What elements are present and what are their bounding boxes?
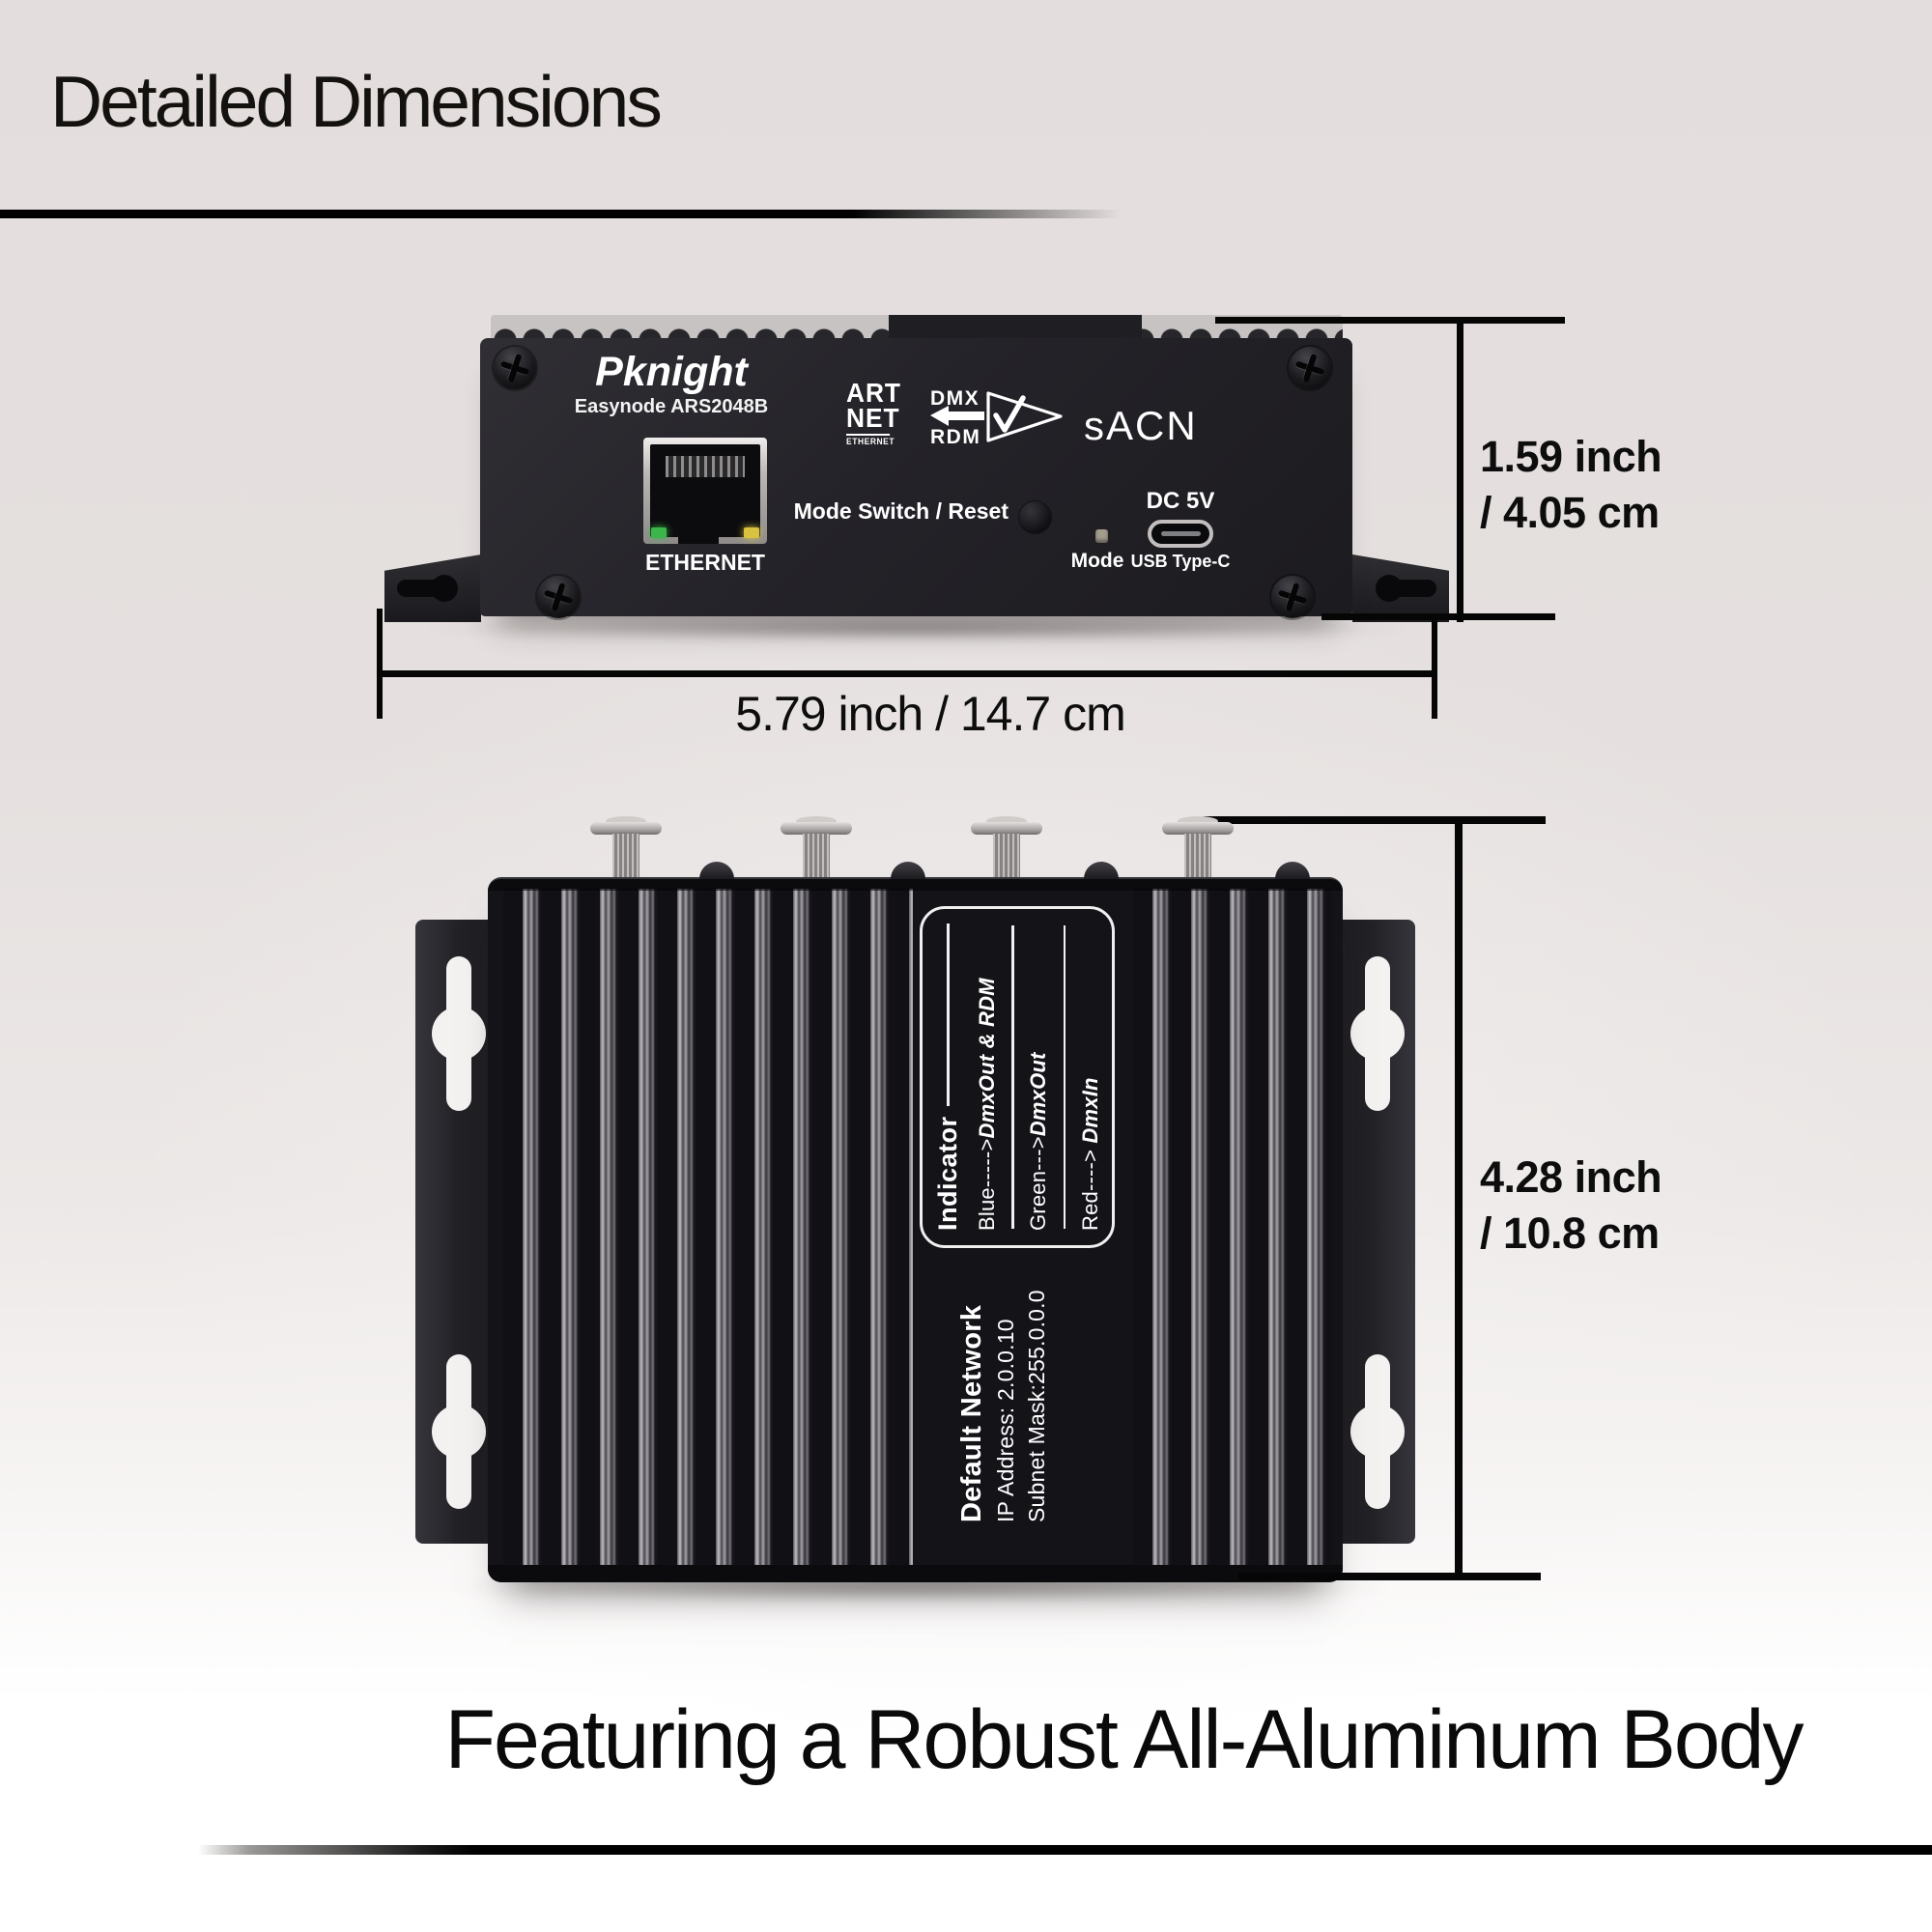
- dim-line-front-height: [1457, 317, 1463, 622]
- mode-label: Mode: [1070, 550, 1124, 572]
- keyhole-circle: [431, 575, 458, 602]
- xlr-latch-bump: [1275, 862, 1310, 879]
- usb-c-tongue: [1161, 531, 1201, 536]
- xlr-thumbscrew-icon: [971, 814, 1042, 882]
- body-top-edge: [488, 879, 1343, 891]
- indicator-row-blue: Blue----->DmxOut & RDM: [974, 978, 999, 1231]
- default-network-text: Default Network IP Address: 2.0.0.10 Sub…: [954, 1277, 1063, 1526]
- activity-led-yellow: [744, 527, 759, 538]
- footer-caption: Featuring a Robust All-Aluminum Body: [444, 1693, 1804, 1786]
- indicator-separator: [1063, 925, 1066, 1229]
- usb-type-c-label: USB Type-C: [1130, 552, 1231, 571]
- aluminum-body-top: [488, 877, 1343, 1582]
- artnet-logo-rule: [846, 434, 891, 436]
- left-arrow-icon: [930, 406, 984, 426]
- ethernet-latch-slot: [678, 519, 719, 544]
- heatsink-ribs-right: [1133, 889, 1332, 1565]
- dim-ext-line-top: [1215, 317, 1565, 324]
- indicator-separator: [1011, 925, 1014, 1229]
- xlr-thumbscrew-icon: [590, 814, 662, 882]
- body-bottom-edge: [488, 1565, 1343, 1582]
- rdm-label: RDM: [930, 426, 980, 447]
- xlr-thumbscrew-icon: [781, 814, 852, 882]
- title-divider: [0, 210, 1121, 218]
- subnet-mask: Subnet Mask:255.0.0.0: [1024, 1290, 1049, 1522]
- usb-type-c-port: [1148, 520, 1213, 548]
- indicator-panel-outline: [920, 906, 1115, 1248]
- mount-flange-right: [1352, 554, 1449, 622]
- xlr-latch-bump: [1084, 862, 1119, 879]
- top-depth-dimension: 4.28 inch / 10.8 cm: [1480, 1152, 1662, 1258]
- footer-divider: [198, 1845, 1932, 1855]
- default-network-title: Default Network: [956, 1304, 987, 1522]
- dim-ext-line-top: [1204, 816, 1546, 824]
- dim-ext-line-bottom: [1238, 1573, 1541, 1580]
- dmx-label: DMX: [930, 387, 980, 410]
- front-panel: [480, 338, 1352, 616]
- indicator-title: Indicator: [933, 1116, 962, 1231]
- artnet-logo: ART NET ETHERNET: [846, 378, 901, 446]
- mode-led: [1095, 529, 1108, 543]
- dim-ext-line-bottom: [1321, 613, 1555, 620]
- xlr-thumbscrew-icon: [1162, 814, 1234, 882]
- page-title: Detailed Dimensions: [50, 61, 663, 142]
- dim-line-top-depth: [1455, 816, 1463, 1580]
- model-number: Easynode ARS2048B: [574, 396, 769, 417]
- brand-logo: Pknight: [595, 349, 748, 395]
- ip-address: IP Address: 2.0.0.10: [993, 1319, 1018, 1522]
- heatsink-ribs-left: [503, 889, 913, 1565]
- dim-ext-line-right: [1432, 615, 1437, 719]
- front-height-dimension: 1.59 inch / 4.05 cm: [1480, 432, 1662, 537]
- mount-flange-left: [384, 554, 481, 622]
- ethernet-label: ETHERNET: [645, 550, 765, 575]
- dmx-rdm-arrow-icon: DMX RDM: [930, 387, 1063, 447]
- front-view-shadow: [415, 614, 1420, 641]
- link-led-green: [651, 527, 667, 538]
- sacn-label: sACN: [1084, 403, 1198, 448]
- mode-switch-reset-button: [1019, 501, 1051, 533]
- keyhole-slot: [1350, 956, 1405, 1111]
- indicator-title-rule: [947, 923, 950, 1107]
- xlr-latch-bump: [891, 862, 925, 879]
- xlr-latch-bump: [699, 862, 734, 879]
- dc-5v-label: DC 5V: [1146, 488, 1215, 514]
- dim-line-front-width: [377, 670, 1437, 677]
- dim-ext-line-left: [377, 609, 383, 719]
- top-connector-silhouette: [889, 315, 1142, 340]
- indicator-row-green: Green--->DmxOut: [1026, 1052, 1051, 1231]
- right-arrow-outline-icon: [986, 391, 1063, 442]
- keyhole-slot: [432, 956, 486, 1111]
- front-width-dimension: 5.79 inch / 14.7 cm: [735, 687, 1125, 741]
- ethernet-port: [643, 438, 767, 544]
- keyhole-slot: [1350, 1354, 1405, 1509]
- keyhole-slot: [432, 1354, 486, 1509]
- mode-switch-label: Mode Switch / Reset: [793, 498, 1009, 524]
- indicator-panel-text: Indicator Blue----->DmxOut & RDM Green--…: [920, 906, 1115, 1248]
- indicator-row-red: Red----> DmxIn: [1077, 1077, 1102, 1231]
- ethernet-pins: [666, 456, 745, 477]
- checkmark-icon: [993, 395, 1026, 433]
- keyhole-circle: [1376, 575, 1403, 602]
